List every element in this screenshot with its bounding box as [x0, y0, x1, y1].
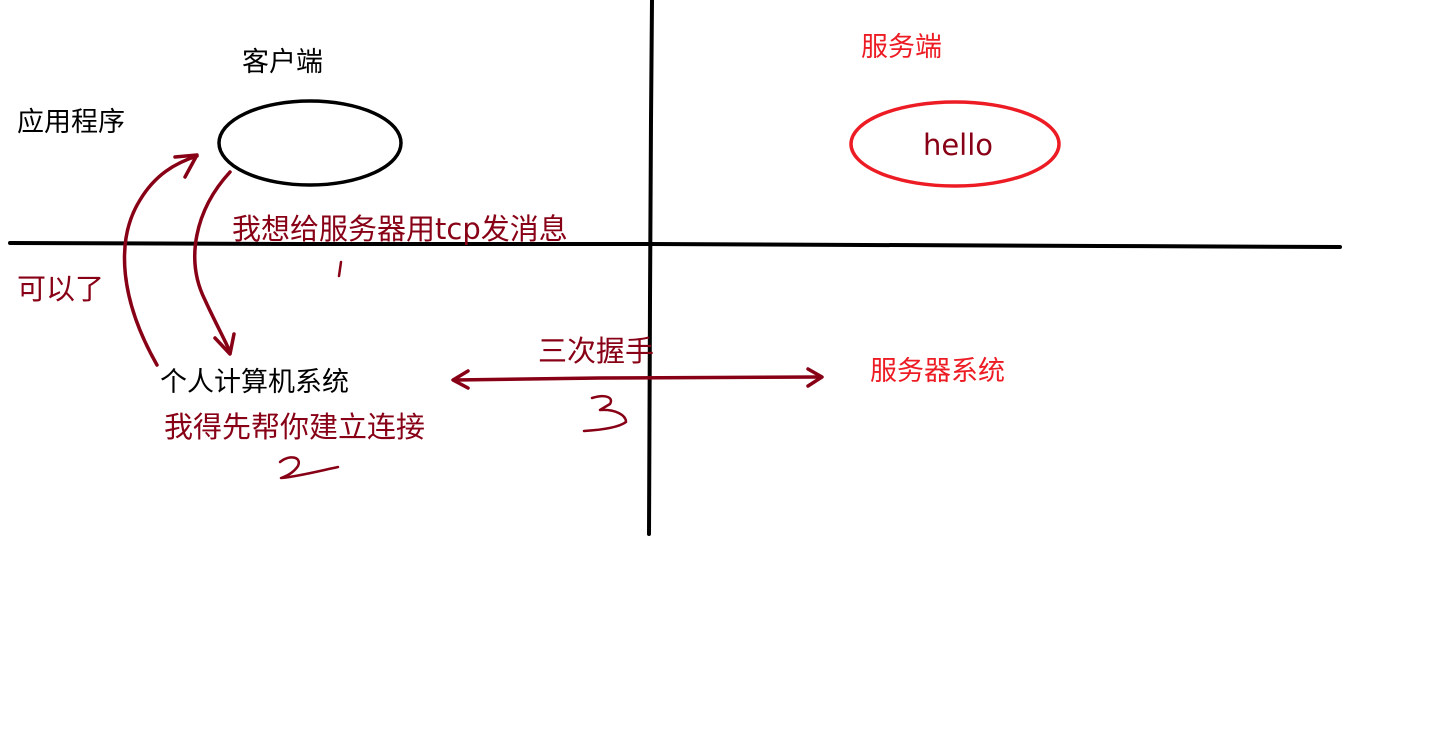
handshake-label: 三次握手 [538, 334, 655, 368]
application-label: 应用程序 [17, 107, 125, 138]
server-system-label: 服务器系统 [870, 356, 1005, 387]
vertical-divider [647, 0, 654, 536]
horizontal-divider [8, 241, 1342, 249]
step-1-mark [337, 260, 343, 278]
step-2-mark [278, 456, 340, 480]
pc-system-label: 个人计算机系统 [160, 367, 349, 398]
step-3-mark [582, 395, 628, 433]
message-label: 我想给服务器用tcp发消息 [232, 212, 568, 246]
handshake-arrow-right-head [806, 367, 824, 388]
hello-text: hello [923, 128, 993, 162]
request-arrow-head [213, 332, 236, 356]
server-label: 服务端 [861, 32, 942, 63]
server-ellipse [849, 100, 1061, 188]
ok-label: 可以了 [17, 272, 105, 306]
request-arrow [193, 170, 232, 354]
handshake-arrow-left-head [451, 369, 470, 390]
reply-arrow-head [173, 153, 199, 179]
client-label: 客户端 [242, 47, 323, 78]
handshake-arrow [453, 375, 822, 382]
reply-arrow [122, 154, 199, 367]
connect-first-label: 我得先帮你建立连接 [164, 410, 426, 444]
client-ellipse [217, 99, 403, 187]
